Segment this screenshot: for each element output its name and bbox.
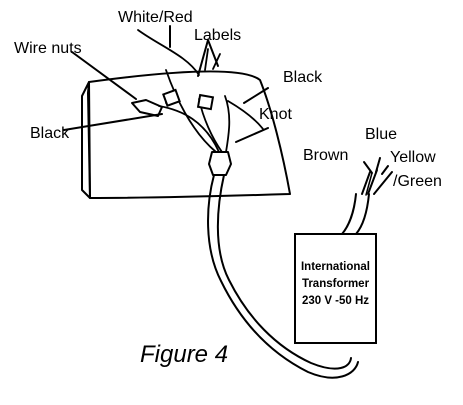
wire-nut-left [131, 99, 163, 117]
label-black-right: Black [283, 69, 323, 86]
label-blue: Blue [365, 126, 397, 143]
label-black-left: Black [30, 125, 70, 142]
cable-left-edge [207, 174, 359, 379]
transformer-line-1: International [301, 261, 370, 273]
cable-right-edge [216, 174, 352, 370]
transformer-line-2: Transformer [302, 278, 370, 290]
label-tag-left [162, 88, 181, 107]
transformer-line-3: 230 V -50 Hz [302, 295, 369, 307]
label-brown: Brown [303, 147, 348, 164]
transformer-box [294, 233, 377, 344]
junction-box-plate [88, 70, 291, 199]
label-tag-right [196, 93, 215, 111]
label-green: /Green [393, 173, 442, 190]
supply-cable-left [341, 193, 357, 235]
label-yellow: Yellow [390, 149, 436, 166]
label-labels: Labels [194, 27, 241, 44]
label-knot: Knot [259, 106, 292, 123]
label-white-red: White/Red [118, 9, 193, 26]
supply-cable-right [355, 193, 370, 235]
figure-caption: Figure 4 [140, 341, 228, 368]
label-wire-nuts: Wire nuts [14, 40, 82, 57]
knot-fitting [208, 151, 232, 176]
